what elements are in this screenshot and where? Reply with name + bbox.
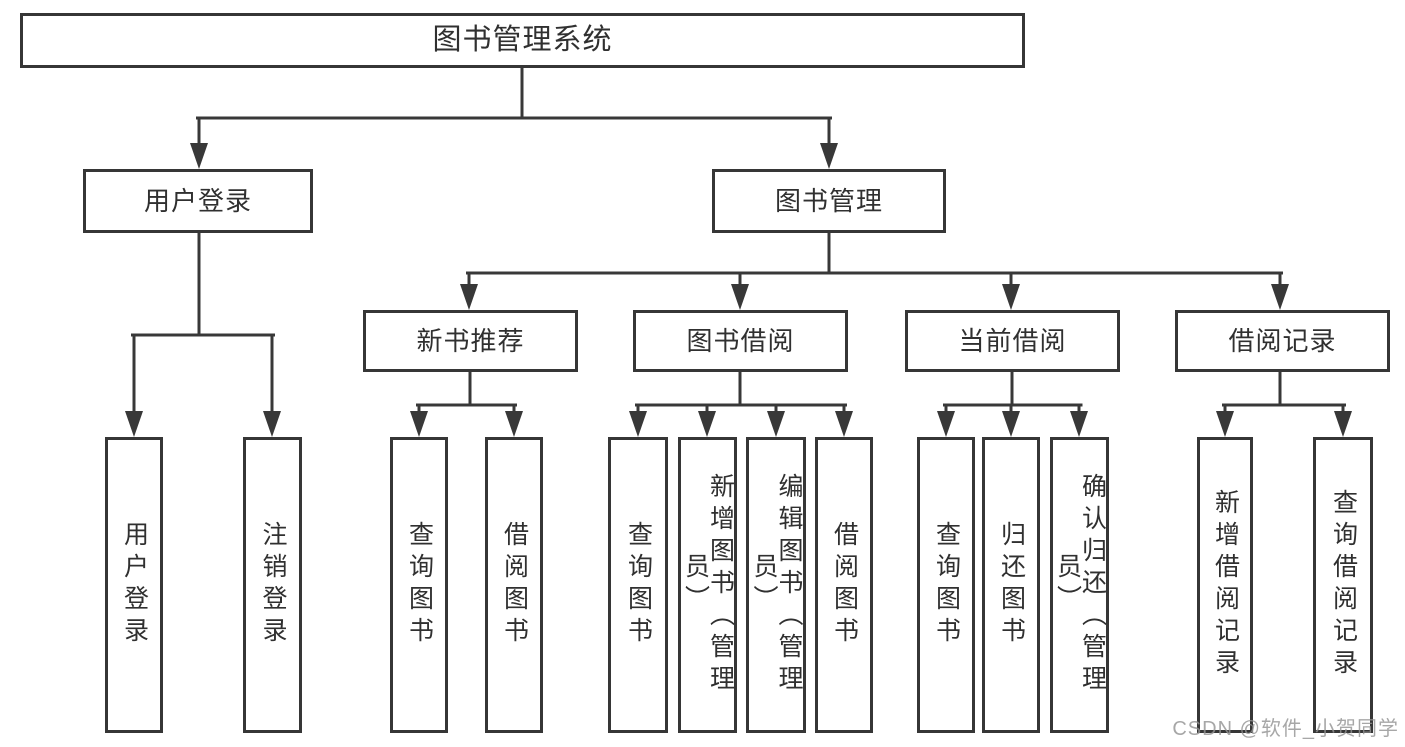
node-book-management: 图书管理 bbox=[712, 169, 946, 233]
node-library-management-system: 图书管理系统 bbox=[20, 13, 1025, 68]
leaf-borrow-books: 借阅图书 bbox=[815, 437, 873, 733]
leaf-query-books-newbook: 查询图书 bbox=[390, 437, 448, 733]
leaf-query-borrow-record: 查询借阅记录 bbox=[1313, 437, 1373, 733]
leaf-return-books: 归还图书 bbox=[982, 437, 1040, 733]
leaf-query-books-current: 查询图书 bbox=[917, 437, 975, 733]
leaf-logout: 注销登录 bbox=[243, 437, 302, 733]
leaf-user-login: 用户登录 bbox=[105, 437, 163, 733]
leaf-add-books-admin: 新增图书（管理员） bbox=[678, 437, 737, 733]
node-current-borrowing: 当前借阅 bbox=[905, 310, 1120, 372]
leaf-borrow-books-newbook: 借阅图书 bbox=[485, 437, 543, 733]
leaf-query-books-borrow: 查询图书 bbox=[608, 437, 668, 733]
node-borrowing-records: 借阅记录 bbox=[1175, 310, 1390, 372]
leaf-confirm-return-admin: 确认归还（管理员） bbox=[1050, 437, 1109, 733]
node-new-book-recommendation: 新书推荐 bbox=[363, 310, 578, 372]
node-book-borrowing: 图书借阅 bbox=[633, 310, 848, 372]
csdn-watermark: CSDN @软件_小贺同学 bbox=[1172, 718, 1399, 740]
node-user-login: 用户登录 bbox=[83, 169, 313, 233]
leaf-add-borrow-record: 新增借阅记录 bbox=[1197, 437, 1253, 733]
leaf-edit-books-admin: 编辑图书（管理员） bbox=[746, 437, 806, 733]
